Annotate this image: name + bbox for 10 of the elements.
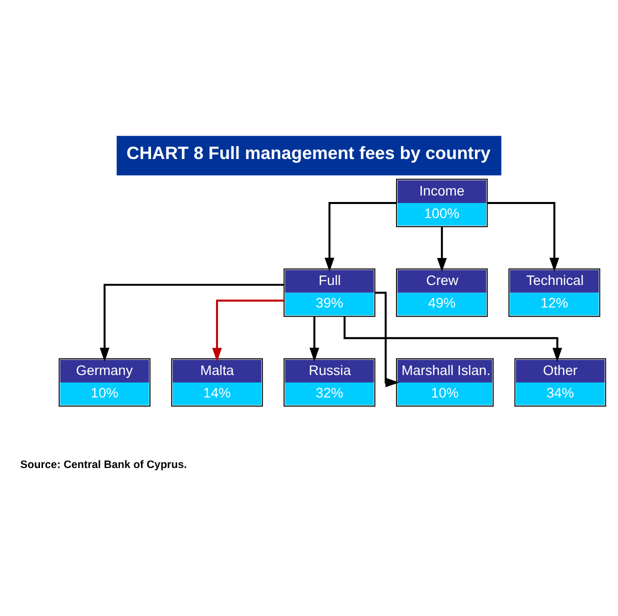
arrow: [374, 292, 400, 388]
arrow: [100, 284, 284, 362]
arrow: [344, 316, 562, 362]
arrow: [437, 227, 447, 272]
label: Source: Central Bank of Cyprus.: [20, 459, 187, 472]
arrow: [487, 202, 560, 272]
arrow: [212, 300, 284, 362]
diagram-title: CHART 8 Full management fees by country: [126, 142, 490, 163]
arrow: [324, 202, 396, 272]
arrow: [310, 316, 320, 362]
